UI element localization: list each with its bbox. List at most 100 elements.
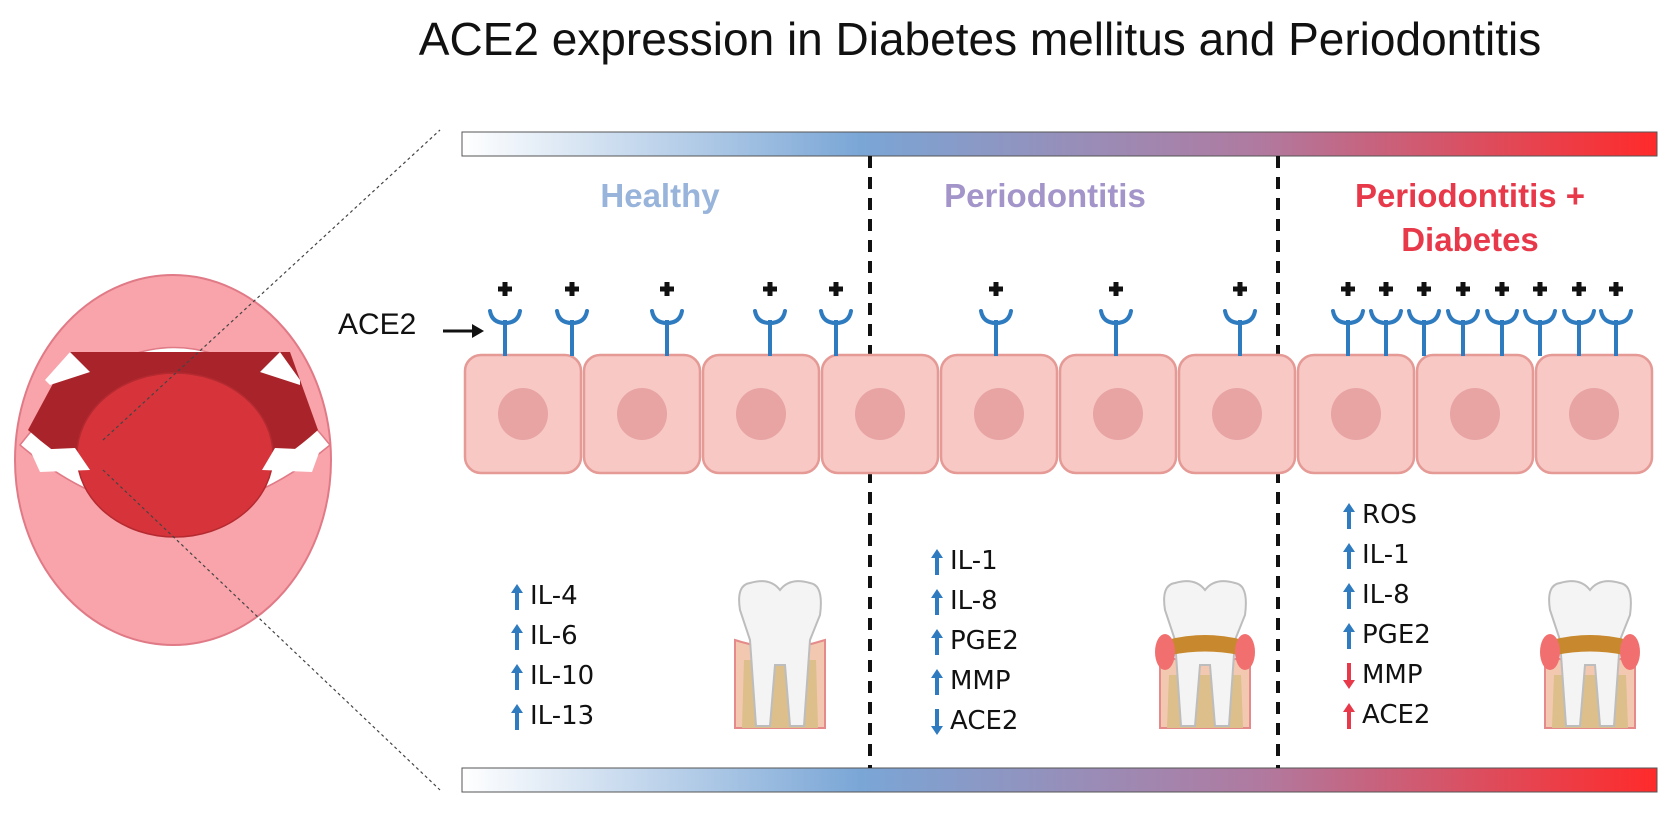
ace2-receptor-diabetes: [1446, 282, 1480, 356]
receptor-cup: [1369, 309, 1403, 326]
plus-charge-icon: [1417, 282, 1431, 296]
receptor-cup: [1223, 309, 1257, 326]
plus-charge-icon: [763, 282, 777, 296]
cell-nucleus: [1569, 388, 1619, 440]
receptor-cup: [555, 309, 589, 326]
lower-teeth: [30, 448, 320, 472]
ace2-receptor-periodontitis: [1099, 282, 1133, 356]
cell-nucleus: [736, 388, 786, 440]
marker-item: IL-8: [1342, 575, 1431, 615]
cell-nucleus: [1450, 388, 1500, 440]
marker-label: IL-13: [530, 701, 595, 731]
inflamed-gum-left: [1155, 634, 1175, 670]
panel-title-line: Healthy: [600, 177, 720, 214]
plus-charge-icon: [1233, 282, 1247, 296]
panel-title-line: Diabetes: [1401, 221, 1539, 258]
tooth-periodontitis: [1155, 580, 1255, 729]
marker-label: ACE2: [950, 706, 1019, 736]
cell-nucleus: [974, 388, 1024, 440]
receptor-cup: [488, 309, 522, 326]
tooth-crown: [1163, 580, 1247, 727]
receptor-cup: [1331, 309, 1365, 326]
marker-item: ACE2: [1342, 695, 1431, 735]
down-arrow-icon: [931, 708, 943, 735]
marker-item: IL-13: [510, 696, 594, 736]
ace2-receptor-healthy: [555, 282, 589, 356]
plus-charge-icon: [1495, 282, 1509, 296]
receptor-cup: [1523, 309, 1557, 326]
marker-label: ACE2: [1362, 700, 1431, 730]
plus-charge-icon: [989, 282, 1003, 296]
ace2-receptor-diabetes: [1407, 282, 1441, 356]
receptor-cup: [1407, 309, 1441, 326]
marker-label: PGE2: [1362, 620, 1431, 650]
up-arrow-icon: [511, 663, 523, 690]
marker-label: ROS: [1362, 500, 1418, 530]
plus-charge-icon: [1109, 282, 1123, 296]
marker-item: PGE2: [1342, 615, 1431, 655]
marker-item: IL-1: [930, 541, 1019, 581]
marker-label: IL-6: [530, 621, 578, 651]
epithelial-cell-layer: [463, 353, 1654, 475]
plus-charge-icon: [1456, 282, 1470, 296]
marker-item: IL-1: [1342, 535, 1431, 575]
inflamed-gum-left: [1540, 634, 1560, 670]
ace2-receptor-diabetes: [1562, 282, 1596, 356]
tooth-crown: [738, 580, 822, 727]
plus-charge-icon: [1572, 282, 1586, 296]
cell-nucleus: [617, 388, 667, 440]
mouth-illustration: [14, 274, 332, 646]
marker-item: IL-8: [930, 581, 1019, 621]
marker-item: IL-6: [510, 616, 594, 656]
up-arrow-icon: [511, 703, 523, 730]
panel-title-line: Periodontitis: [944, 177, 1146, 214]
tongue: [76, 372, 274, 538]
up-arrow-icon: [1343, 502, 1355, 529]
receptor-cup: [650, 309, 684, 326]
marker-label: IL-1: [950, 546, 998, 576]
marker-item: MMP: [930, 661, 1019, 701]
marker-item: PGE2: [930, 621, 1019, 661]
ace2-receptor-periodontitis: [1223, 282, 1257, 356]
gradient-bar-top: [461, 131, 1658, 157]
cell-nucleus: [498, 388, 548, 440]
tooth-periodontitis-diabetes: [1540, 580, 1640, 729]
ace2-receptor-healthy: [753, 282, 787, 356]
zoom-line-top: [102, 129, 441, 441]
ace2-receptor-label: ACE2: [338, 308, 417, 341]
panel-title-periodontitis-diabetes: Periodontitis +Diabetes: [1290, 174, 1650, 262]
marker-item: ROS: [1342, 495, 1431, 535]
ace2-receptor-periodontitis: [979, 282, 1013, 356]
inflamed-gum-right: [1235, 634, 1255, 670]
tooth-crown: [1548, 580, 1632, 727]
plus-charge-icon: [660, 282, 674, 296]
up-arrow-icon: [931, 548, 943, 575]
receptor-cup: [979, 309, 1013, 326]
up-arrow-icon: [1343, 702, 1355, 729]
receptor-cup: [1485, 309, 1519, 326]
ace2-receptor-diabetes: [1369, 282, 1403, 356]
panel-title-periodontitis: Periodontitis: [880, 174, 1210, 218]
gradient-bar-bottom: [461, 767, 1658, 793]
receptor-cup: [1562, 309, 1596, 326]
tooth-healthy: [734, 580, 826, 729]
inflamed-gum-right: [1620, 634, 1640, 670]
ace2-pointer-arrowhead: [472, 324, 484, 338]
cell-nucleus: [1212, 388, 1262, 440]
marker-label: IL-8: [950, 586, 998, 616]
receptor-cup: [1099, 309, 1133, 326]
marker-item: IL-4: [510, 576, 594, 616]
plaque-calculus: [1167, 635, 1243, 655]
ace2-receptor-healthy: [650, 282, 684, 356]
receptor-cup: [1446, 309, 1480, 326]
marker-label: PGE2: [950, 626, 1019, 656]
ace2-receptor-diabetes: [1485, 282, 1519, 356]
plus-charge-icon: [565, 282, 579, 296]
marker-label: IL-10: [530, 661, 595, 691]
cell-nucleus: [1331, 388, 1381, 440]
marker-label: IL-4: [530, 581, 578, 611]
